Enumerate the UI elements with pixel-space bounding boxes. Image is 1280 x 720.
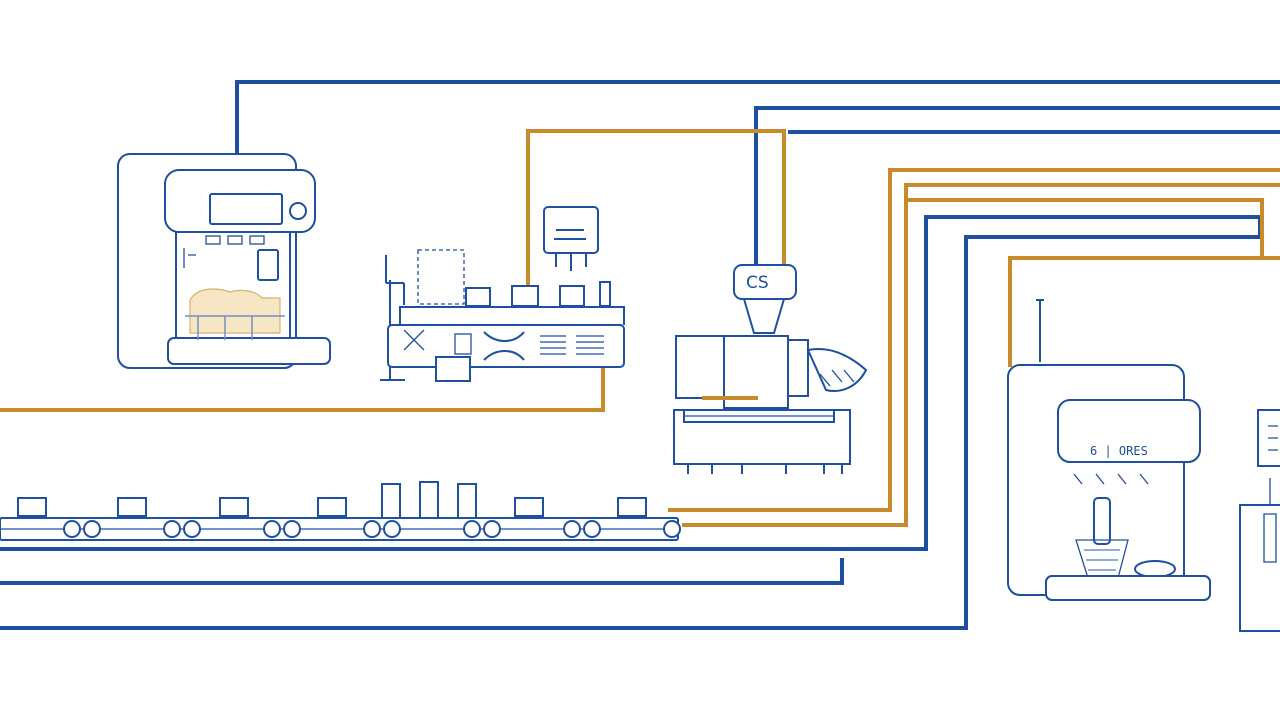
espresso-machine-icon: 6 | ORES [1007,299,1211,601]
orange-line-4 [682,183,1280,527]
orange-line-5 [904,198,1280,260]
conveyor-rollers [63,520,681,538]
blue-line-6 [0,235,1264,630]
blue-line-1 [235,80,1280,174]
mixer-machine-icon: CS [673,264,868,474]
blue-line-5 [0,558,844,585]
conveyor-belt-icon [0,481,681,541]
coffee-machine-icon [117,153,331,369]
filling-machine-icon [380,206,625,382]
orange-line-6 [1008,256,1264,367]
machine-3-screen: CS [746,273,769,293]
connection-lines [0,80,1280,630]
blue-line-2 [754,106,1280,272]
machine-4-display: 6 | ORES [1090,444,1148,458]
vending-machine-icon [1239,409,1280,632]
orange-line-2 [526,129,786,292]
conveyor-items [17,481,647,519]
orange-line-3 [668,168,1280,512]
